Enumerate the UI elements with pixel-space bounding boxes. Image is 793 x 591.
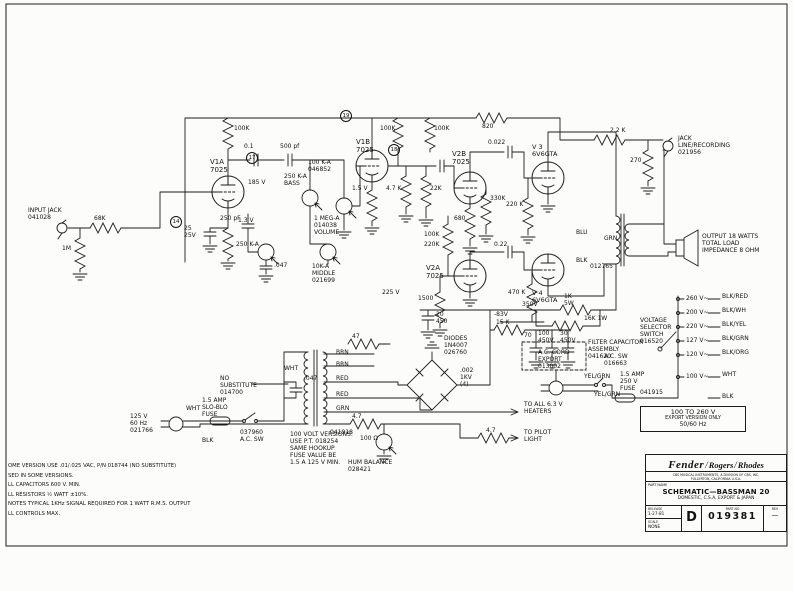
part-scope: DOMESTIC, C.S.A, EXPORT & JAPAN xyxy=(677,496,755,501)
note-line: LL RESISTORS ½ WATT ±10%. xyxy=(8,491,88,498)
part-name-cell: PART NAME SCHEMATIC—BASSMAN 20 DOMESTIC,… xyxy=(646,482,786,506)
brand-separator: / xyxy=(705,460,708,470)
part-no-label: PART NO xyxy=(725,507,740,511)
brand-logo: Fender/Rogers/Rhodes xyxy=(646,455,786,472)
tube-v1a xyxy=(211,175,245,209)
wires-preamp xyxy=(67,117,664,275)
rev-cell: REV — xyxy=(764,506,786,531)
power-transformer xyxy=(303,349,328,427)
release-label: RELEASE xyxy=(648,507,663,511)
input-jack-icon xyxy=(56,219,68,240)
part-no: 019381 xyxy=(708,511,757,522)
note-line: SED IN SOME VERSIONS. xyxy=(8,472,74,479)
bass-pot xyxy=(301,189,323,211)
arrow-heads xyxy=(510,408,519,442)
tube-v2a xyxy=(453,259,487,293)
note-line: OME VERSION USE .01/.025 VAC, P/N 018744… xyxy=(8,463,177,469)
hum-balance-pot xyxy=(375,433,397,455)
resistors xyxy=(74,112,654,444)
notes-block: OME VERSION USE .01/.025 VAC, P/N 018744… xyxy=(8,462,191,519)
ac-plug-export-icon xyxy=(540,380,564,396)
tube-v4 xyxy=(531,253,565,287)
export-box-line3: 50/60 Hz xyxy=(679,421,707,428)
scale-cell: SCALE NONE xyxy=(646,519,681,531)
part-no-cell: PART NO 019381 xyxy=(702,506,764,531)
release-scale-column: RELEASE 1-27-81 SCALE NONE xyxy=(646,506,682,531)
ac-switch-domestic xyxy=(242,412,258,423)
ac-plug-domestic-icon xyxy=(160,416,184,432)
output-transformer xyxy=(615,213,630,267)
wires-output xyxy=(547,131,677,311)
rev-value: — xyxy=(771,511,779,519)
filter-cap-assembly-box xyxy=(521,341,587,371)
brand-separator: / xyxy=(734,460,737,470)
note-line: LL CONTROLS MAX. xyxy=(8,510,61,517)
tube-v1b xyxy=(355,149,389,183)
release-cell: RELEASE 1-27-81 xyxy=(646,506,681,519)
title-block-grid: RELEASE 1-27-81 SCALE NONE D PART NO 019… xyxy=(646,506,786,531)
volume-pot xyxy=(335,197,357,219)
brand-rhodes: Rhodes xyxy=(737,460,764,470)
company-line1: CBS MUSICAL INSTRUMENTS, A DIVISION OF C… xyxy=(672,472,760,477)
voltage-selector xyxy=(657,297,680,379)
note-line: LL CAPACITORS 600 V. MIN. xyxy=(8,482,81,489)
title-block: Fender/Rogers/Rhodes CBS MUSICAL INSTRUM… xyxy=(645,454,787,532)
export-box-line1: 100 TO 260 V xyxy=(670,408,716,416)
rev-label: REV xyxy=(771,507,779,511)
brand-rogers: Rogers xyxy=(708,460,734,470)
note-line: NOTES TYPICAL 1KHz SIGNAL REQUIRED FOR 1… xyxy=(8,501,191,508)
wires-power xyxy=(182,295,721,455)
company-line2: FULLERTON, CALIFORNIA U.S.A. xyxy=(690,477,742,482)
part-name-label: PART NAME xyxy=(648,483,668,487)
release-date: 1-27-81 xyxy=(648,511,665,516)
export-box-line2: EXPORT VERSION ONLY xyxy=(665,416,721,421)
tube-v3 xyxy=(531,161,565,195)
export-version-box: 100 TO 260 V EXPORT VERSION ONLY 50/60 H… xyxy=(640,406,746,432)
middle-pot xyxy=(319,243,341,265)
recording-jack-icon xyxy=(662,137,674,158)
wires-driver xyxy=(387,145,545,329)
drawing-letter: D xyxy=(682,506,702,531)
bridge-rectifier xyxy=(406,359,458,411)
fuse-export-icon xyxy=(614,393,636,403)
brand-fender: Fender xyxy=(668,459,705,471)
potentiometers xyxy=(257,189,397,455)
tube-v2b xyxy=(453,171,487,205)
part-name: SCHEMATIC—BASSMAN 20 xyxy=(662,488,770,496)
company-lines: CBS MUSICAL INSTRUMENTS, A DIVISION OF C… xyxy=(646,472,786,482)
treble-pot xyxy=(257,243,279,265)
speaker-icon xyxy=(675,229,699,267)
ac-switch-export xyxy=(594,377,606,387)
vacuum-tubes xyxy=(211,149,565,293)
scale-value: NONE xyxy=(648,524,661,529)
scale-label: SCALE xyxy=(648,520,659,524)
page-border xyxy=(5,3,788,547)
